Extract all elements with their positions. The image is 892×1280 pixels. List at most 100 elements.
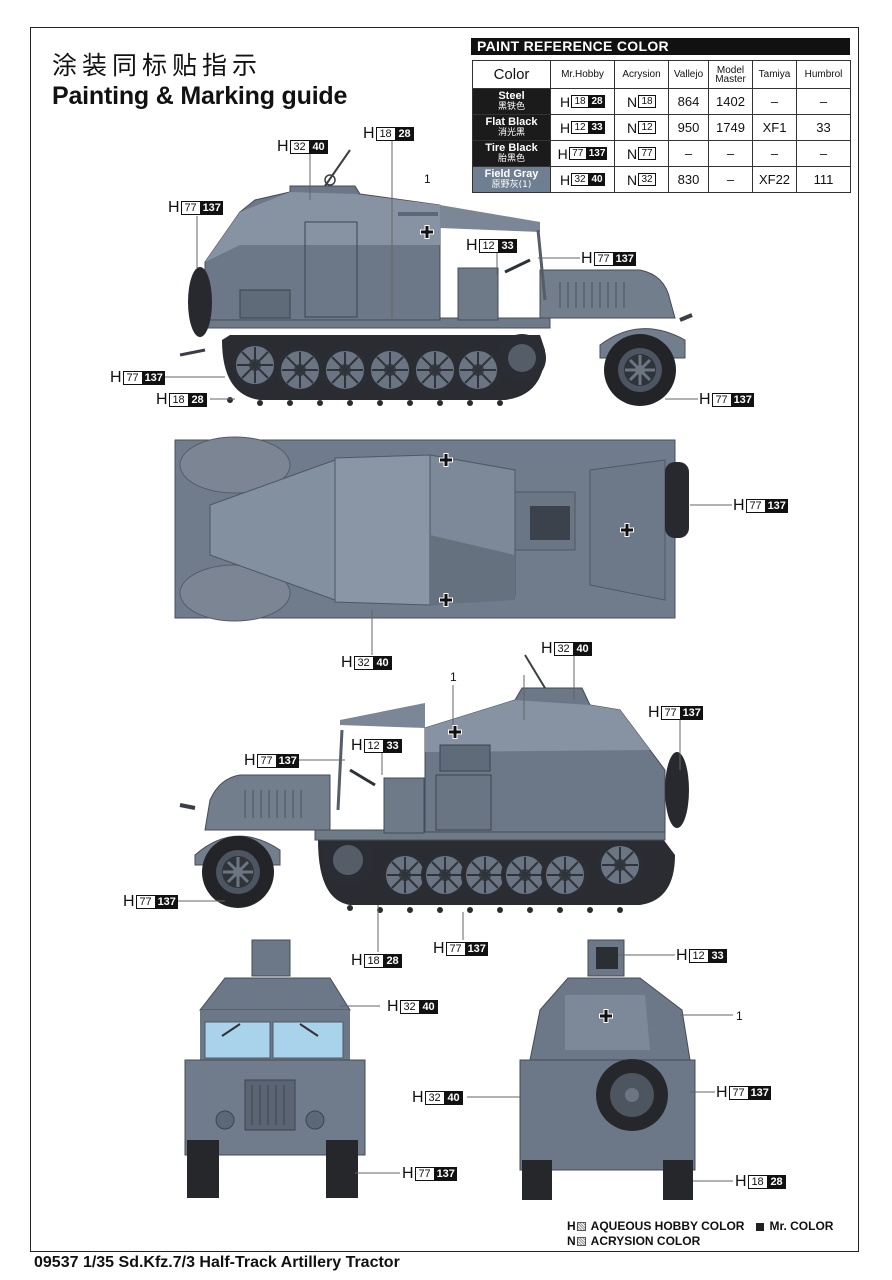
legend-acrysion-label: ACRYSION COLOR [590,1234,701,1248]
acrysion-swatch-icon [576,1237,586,1247]
code-letter: H [244,752,256,769]
decal-marker-rear: 1 [736,1009,743,1023]
code-letter: N [626,145,638,162]
side-view-right [179,654,689,913]
aqueous-code: 18 [571,95,590,108]
legend-aqueous-label: AQUEOUS HOBBY COLOR [590,1219,745,1233]
mr-color-code: 137 [200,201,223,215]
code-letter: H [559,171,571,188]
aqueous-code: 32 [289,140,310,154]
col-header-vallejo: Vallejo [668,60,709,89]
aqueous-code: 32 [553,642,574,656]
mr-color-code: 137 [680,706,703,720]
mr-color-code: 137 [155,895,178,909]
mr-color-code: 40 [444,1091,463,1105]
aqueous-code: 77 [728,1086,749,1100]
col-header-tamiya: Tamiya [752,60,797,89]
code-letter: H [466,237,478,254]
aqueous-swatch-icon [576,1222,586,1232]
leader-lines [163,141,733,1182]
aqueous-code: 77 [414,1167,435,1181]
product-title-footer: 09537 1/35 Sd.Kfz.7/3 Half-Track Artille… [34,1254,400,1271]
acrysion-code: 32 [638,173,657,186]
color-name-cn: 胎黑色 [497,153,525,164]
mr-color-code: 33 [383,739,402,753]
page-title: Painting & Marking guide [52,82,348,110]
rear-view [519,939,696,1200]
mr-color-code: 40 [419,1000,438,1014]
mr-color-code: 40 [309,140,328,154]
mr-color-code: 33 [498,239,517,253]
vallejo-cell: 864 [668,88,709,115]
code-letter: H [363,125,375,142]
title-chinese: 涂装同标贴指示 [52,51,263,80]
mr-color-code: 137 [586,147,608,160]
tamiya-cell: – [752,140,797,167]
decal-marker-side1: 1 [424,172,431,186]
code-letter: N [626,171,638,188]
color-name-en: Flat Black [485,115,538,128]
legend-letter-h: H [567,1219,576,1233]
table-header-row: Color Mr.Hobby Acrysion Vallejo Model Ma… [472,60,851,89]
mr-color-code: 28 [589,95,606,108]
mr-color-code: 40 [573,642,592,656]
aqueous-code: 32 [353,656,374,670]
mr-color-code: 137 [748,1086,771,1100]
color-name-en: Steel [498,89,525,102]
aqueous-code: 77 [180,201,201,215]
mr-color-code: 137 [434,1167,457,1181]
model-master-cell: 1402 [708,88,753,115]
code-letter: H [387,998,399,1015]
mr-color-code: 137 [276,754,299,768]
mr-color-code: 33 [589,121,606,134]
tamiya-cell: XF22 [752,166,797,193]
aqueous-code: 77 [745,499,766,513]
top-view [174,436,689,622]
side-view-left [179,149,693,408]
mr-color-code: 137 [142,371,165,385]
color-name-cn: 原野灰(1) [491,179,532,190]
humbrol-cell: – [796,88,851,115]
page-frame [30,27,859,1252]
mr-color-code: 137 [765,499,788,513]
aqueous-code: 18 [168,393,189,407]
aqueous-code: 12 [478,239,499,253]
code-letter: H [277,138,289,155]
code-letter: H [559,119,571,136]
legend-mr-color-label: Mr. COLOR [769,1219,834,1233]
color-name-en: Tire Black [485,141,538,154]
model-master-cell: – [708,140,753,167]
aqueous-code: 77 [256,754,277,768]
code-letter: H [735,1173,747,1190]
aqueous-code: 77 [568,147,587,160]
aqueous-code: 32 [424,1091,445,1105]
aqueous-code: 18 [375,127,396,141]
acrysion-code: 18 [638,95,657,108]
aqueous-code: 12 [688,949,709,963]
col-header-model-master: Model Master [708,60,753,89]
code-letter: H [351,952,363,969]
mr-color-swatch-icon [756,1222,765,1231]
aqueous-code: 12 [571,121,590,134]
